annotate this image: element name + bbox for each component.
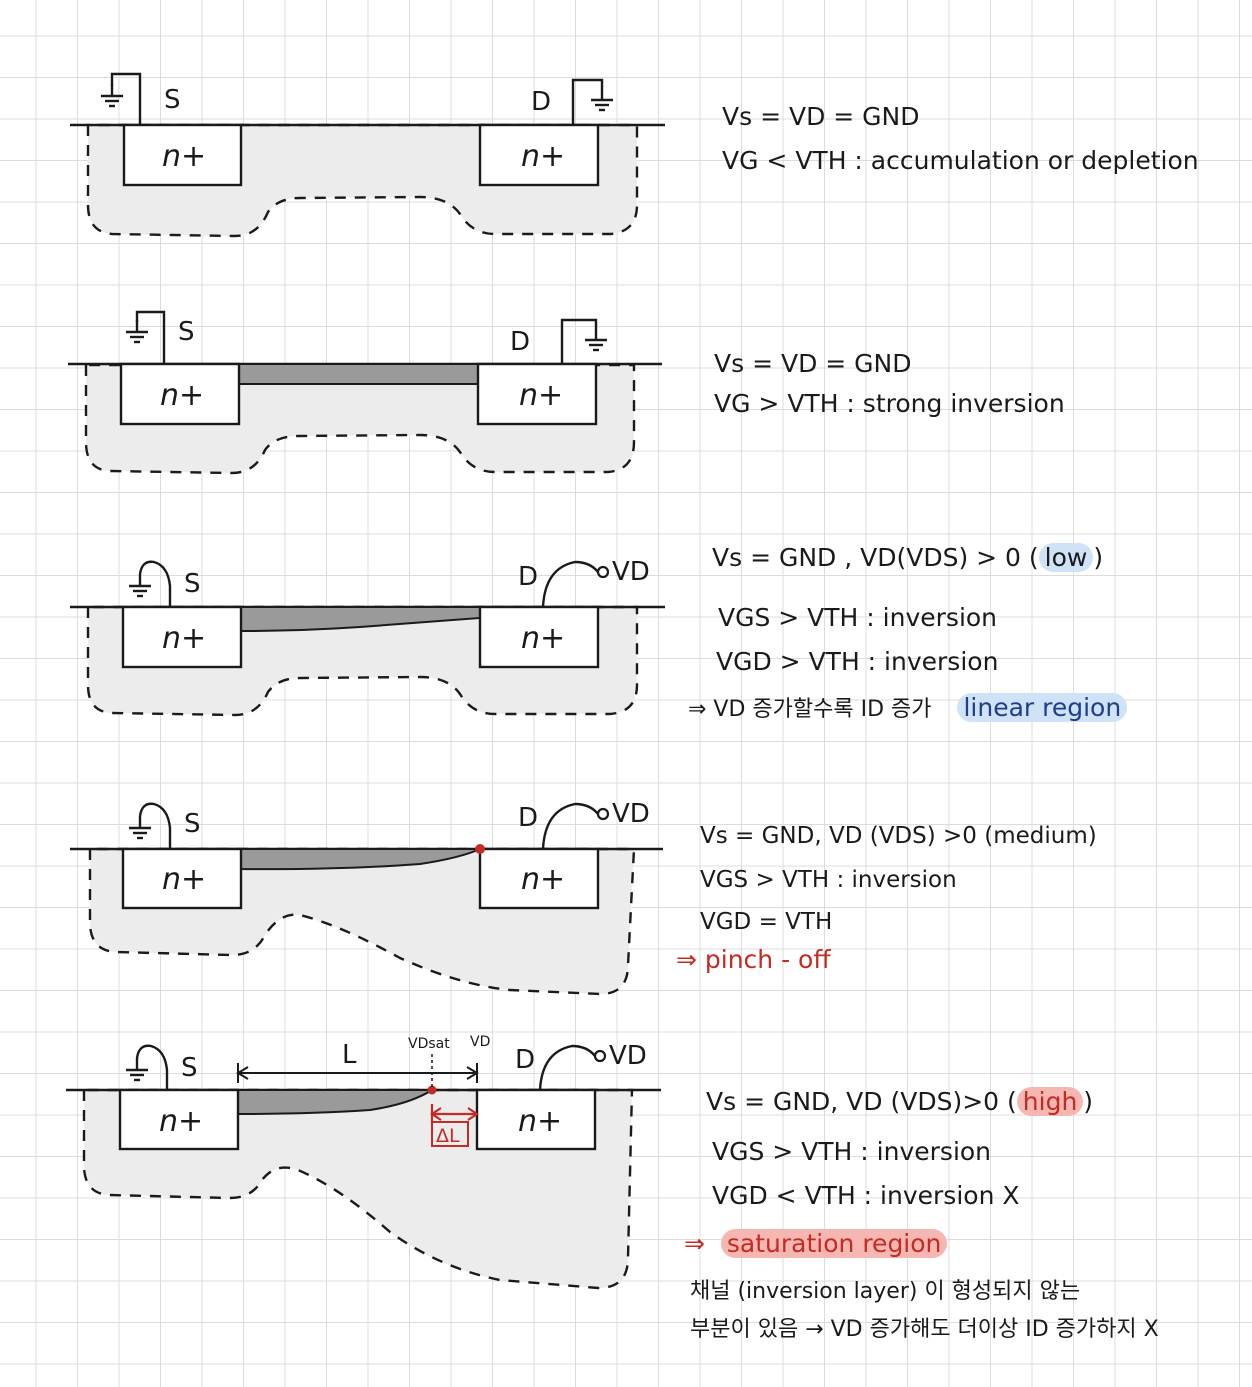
pinch-off-point (475, 844, 485, 854)
source-nplus (121, 605, 243, 669)
source-nplus-label: n+ (162, 862, 206, 897)
ground-icon (589, 86, 615, 112)
note-line: Vs = GND , VD(VDS) > 0 (low) (712, 543, 1104, 572)
vd-terminal-label: VD (609, 1041, 647, 1071)
drain-label: D (515, 1045, 535, 1075)
note-line: 채널 (inversion layer) 이 형성되지 않는 (690, 1279, 1081, 1304)
saturation-region-badge: saturation region (720, 1229, 948, 1258)
source-nplus (118, 1088, 240, 1151)
linear-region-badge: linear region (957, 693, 1128, 722)
note-line: VG > VTH : strong inversion (714, 389, 1065, 418)
note-line: VGD > VTH : inversion (716, 647, 999, 676)
drain-nplus (478, 123, 600, 187)
drain-nplus (478, 847, 600, 910)
source-wire (138, 560, 172, 607)
drain-nplus (478, 605, 600, 669)
ground-icon (124, 1056, 150, 1082)
drain-nplus-label: n+ (519, 378, 563, 413)
ground-icon (583, 326, 609, 352)
delta-l-box (431, 1121, 469, 1147)
drain-wire (571, 78, 604, 125)
delta-l-label: ΔL (436, 1125, 460, 1147)
length-label: L (342, 1040, 357, 1070)
ground-icon (124, 318, 150, 344)
drain-wire (538, 1044, 596, 1091)
source-wire (138, 802, 172, 849)
vd-terminal (596, 807, 610, 821)
drain-wire (560, 318, 598, 364)
note-line: Vs = VD = GND (714, 349, 912, 378)
vd-label: VD (470, 1034, 490, 1050)
drain-nplus-label: n+ (521, 621, 565, 656)
drain-nplus-label: n+ (521, 139, 565, 174)
inversion-channel (237, 1089, 436, 1116)
vdsat-point (427, 1085, 437, 1095)
source-nplus (121, 847, 243, 910)
ground-icon (127, 572, 153, 598)
inversion-channel (240, 848, 481, 871)
ground-icon (127, 814, 153, 840)
panel-4-device: n+ n+ S VD D (70, 799, 663, 996)
panel-3-device: n+ n+ S VD D (70, 557, 665, 717)
note-line: ⇒ VD 증가할수록 ID 증가 linear region (688, 692, 1128, 724)
note-line: VG < VTH : accumulation or depletion (722, 146, 1199, 175)
note-line: Vs = VD = GND (722, 102, 920, 131)
vd-terminal-label: VD (612, 799, 650, 829)
source-wire (135, 1044, 169, 1090)
inversion-channel (240, 606, 481, 633)
vd-terminal (596, 565, 610, 579)
source-label: S (178, 317, 195, 347)
note-line: ⇒ saturation region (684, 1228, 948, 1259)
source-wire (135, 310, 166, 364)
low-highlight: low (1038, 543, 1094, 572)
note-line: Vs = GND, VD (VDS) >0 (medium) (700, 823, 1097, 849)
note-line: 부분이 있음 → VD 증가해도 더이상 ID 증가하지 X (690, 1317, 1159, 1342)
drain-label: D (518, 803, 538, 833)
note-line: VGD < VTH : inversion X (712, 1181, 1020, 1210)
source-nplus-label: n+ (162, 139, 206, 174)
source-nplus (122, 123, 243, 187)
source-nplus-label: n+ (162, 621, 206, 656)
note-line: Vs = GND, VD (VDS)>0 (high) (706, 1087, 1094, 1116)
drain-label: D (531, 87, 551, 117)
note-line: VGS > VTH : inversion (712, 1137, 992, 1166)
drain-label: D (518, 562, 538, 592)
vdsat-label: VDsat (408, 1036, 450, 1052)
vd-terminal-label: VD (612, 557, 650, 587)
drain-nplus (475, 1088, 597, 1151)
drain-nplus-label: n+ (521, 862, 565, 897)
source-label: S (181, 1053, 198, 1083)
inversion-channel (237, 363, 481, 385)
note-line: VGS > VTH : inversion (700, 867, 957, 893)
vd-terminal (593, 1049, 607, 1063)
source-label: S (184, 569, 201, 599)
source-label: S (184, 809, 201, 839)
source-wire (110, 72, 142, 125)
source-nplus (119, 362, 241, 426)
note-line: VGS > VTH : inversion (718, 603, 998, 632)
source-nplus-label: n+ (160, 378, 204, 413)
drain-wire (541, 802, 599, 850)
panel-5-device: n+ n+ L VDsat VD ΔL S VD D (66, 1034, 661, 1290)
high-highlight: high (1016, 1087, 1084, 1116)
panel-1-device: n+ n+ S D (70, 72, 665, 238)
note-line: VGD = VTH (700, 909, 833, 935)
source-nplus-label: n+ (159, 1104, 203, 1139)
drain-nplus (476, 362, 598, 426)
drain-label: D (510, 327, 530, 357)
drain-nplus-label: n+ (518, 1104, 562, 1139)
ground-icon (99, 82, 125, 108)
drain-wire (541, 560, 599, 608)
pinch-off-label: ⇒ pinch - off (676, 945, 831, 974)
panel-2-device: n+ n+ S D (68, 310, 662, 475)
source-label: S (164, 85, 181, 115)
